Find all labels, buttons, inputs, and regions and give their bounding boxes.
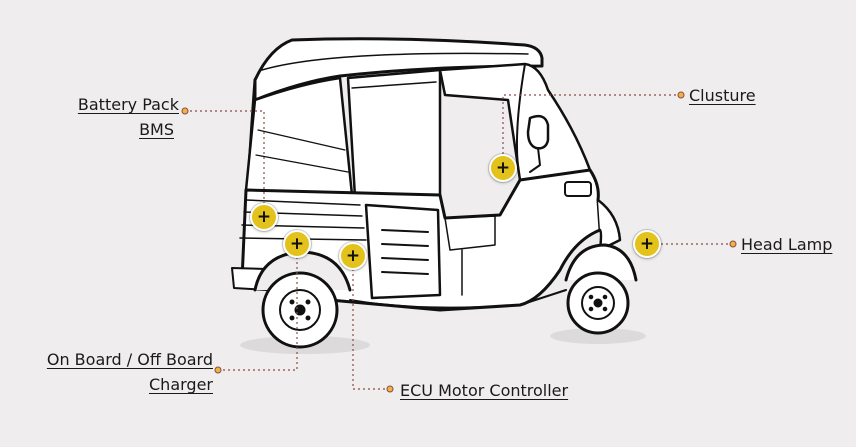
headlamp-vent — [564, 181, 592, 197]
head-lamp-label-dot — [729, 240, 737, 248]
front-wheel-shadow — [550, 328, 646, 344]
battery-label-dot — [181, 107, 189, 115]
leader-ecu — [352, 256, 390, 390]
ecu-motor-controller-label[interactable]: ECU Motor Controller — [400, 381, 569, 400]
charger-label-line2[interactable]: Charger — [149, 375, 213, 394]
charger-label-dot — [214, 366, 222, 374]
clusture-label[interactable]: Clusture — [689, 86, 756, 105]
bms-label[interactable]: BMS — [139, 120, 174, 139]
clusture-label-dot — [677, 91, 685, 99]
door-panel — [364, 203, 442, 300]
ecu-hotspot[interactable]: + — [339, 242, 367, 270]
charger-label-line1[interactable]: On Board / Off Board — [46, 350, 213, 369]
side-mirror — [526, 114, 550, 150]
roof-ridge — [261, 52, 529, 71]
leader-battery — [185, 110, 265, 217]
seat — [444, 215, 496, 251]
clusture-hotspot[interactable]: + — [489, 154, 517, 182]
battery-pack-label[interactable]: Battery Pack — [77, 95, 179, 114]
front-mudguard — [564, 243, 638, 282]
leader-clusture — [502, 94, 681, 168]
leader-charger — [218, 244, 298, 371]
head-lamp-label[interactable]: Head Lamp — [741, 235, 833, 254]
side-pillar — [346, 68, 442, 199]
head-lamp-hotspot[interactable]: + — [633, 230, 661, 258]
charger-hotspot[interactable]: + — [283, 230, 311, 258]
ecu-label-dot — [386, 385, 394, 393]
battery-hotspot[interactable]: + — [250, 203, 278, 231]
front-cowl — [596, 198, 622, 252]
